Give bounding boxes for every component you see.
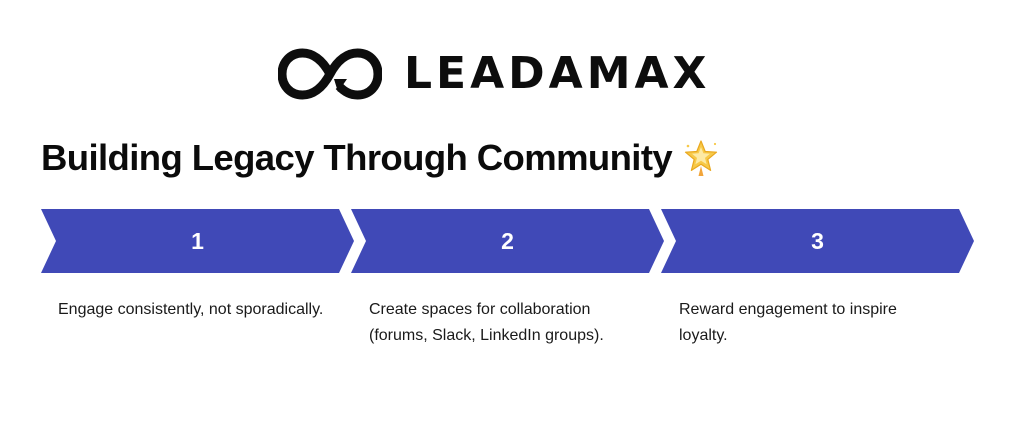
brand-name: LEADAMAX bbox=[404, 48, 711, 99]
step-1-chevron: 1 bbox=[41, 209, 354, 273]
step-3-number: 3 bbox=[811, 228, 824, 254]
step-3-description: Reward engagement to inspire loyalty. bbox=[679, 301, 897, 344]
step-1-description: Engage consistently, not sporadically. bbox=[58, 301, 324, 318]
step-2-chevron: 2 bbox=[351, 209, 664, 273]
step-3-chevron: 3 bbox=[661, 209, 974, 273]
page-title: Building Legacy Through Community bbox=[41, 137, 720, 179]
title-text: Building Legacy Through Community bbox=[41, 137, 673, 178]
step-1-number: 1 bbox=[191, 228, 204, 254]
brand-logo: LEADAMAX bbox=[278, 46, 710, 102]
chevron-shape-1 bbox=[41, 209, 354, 273]
chevron-shape-2 bbox=[351, 209, 664, 273]
chevron-shape-3 bbox=[661, 209, 974, 273]
glowing-star-icon bbox=[685, 140, 718, 176]
step-2-number: 2 bbox=[501, 228, 514, 254]
step-2-description: Create spaces for collaboration (forums,… bbox=[369, 301, 604, 344]
infinity-loop-icon bbox=[278, 48, 382, 100]
